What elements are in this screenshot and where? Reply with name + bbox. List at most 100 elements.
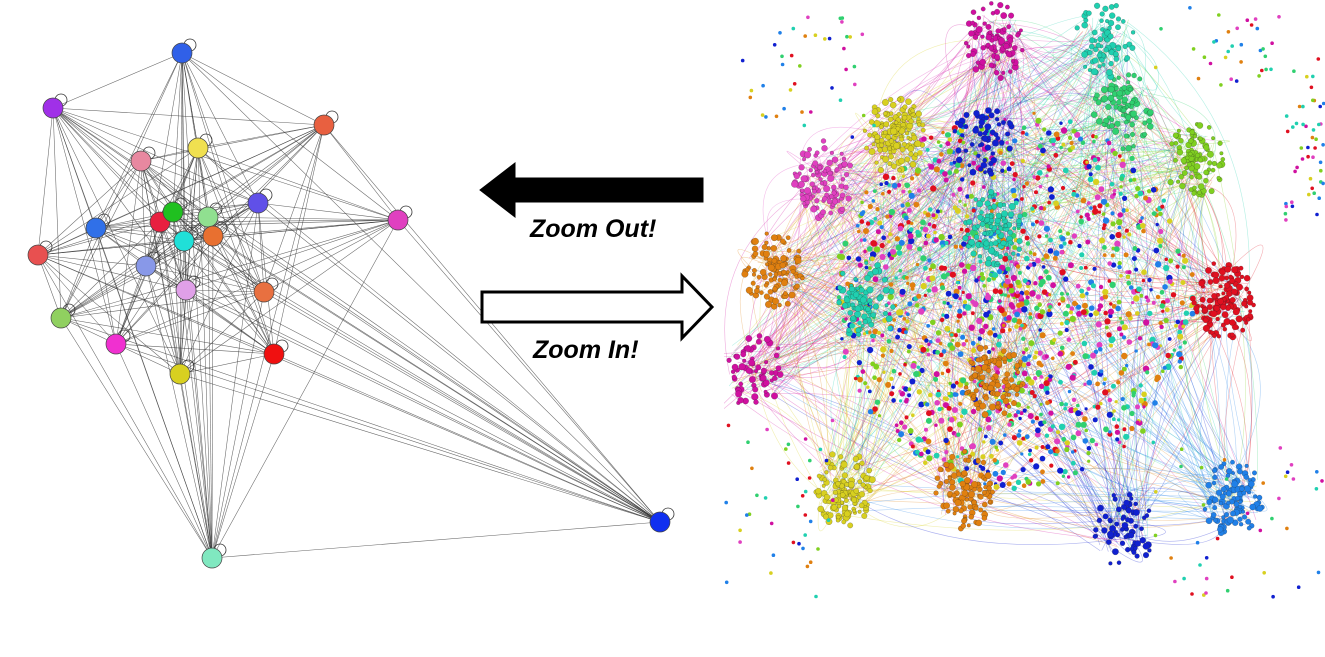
isolated-node — [1311, 128, 1316, 132]
fine-node — [1165, 352, 1171, 359]
fine-node — [947, 234, 953, 240]
fine-node — [1039, 402, 1043, 406]
coarse-edge — [159, 124, 325, 223]
fine-edge — [748, 47, 1010, 351]
fine-node — [1212, 271, 1220, 279]
fine-edge — [903, 117, 975, 230]
isolated-node — [772, 43, 777, 47]
fine-node — [1053, 250, 1060, 257]
fine-node — [1086, 379, 1093, 386]
fine-node — [734, 353, 741, 360]
fine-node — [945, 290, 952, 297]
fine-edge — [969, 140, 1011, 224]
fine-node — [831, 156, 839, 163]
fine-node — [812, 160, 819, 167]
fine-node — [975, 26, 983, 33]
fine-node — [989, 209, 994, 213]
fine-node — [1007, 392, 1012, 397]
fine-node — [1158, 320, 1163, 326]
fine-node — [1230, 510, 1236, 517]
fine-node — [786, 270, 790, 275]
fine-node — [1065, 292, 1070, 296]
fine-node — [891, 175, 896, 181]
fine-edge — [846, 29, 1005, 312]
fine-node — [988, 171, 995, 177]
fine-edge — [1110, 98, 1185, 167]
fine-node — [1246, 317, 1251, 322]
fine-node — [992, 198, 996, 203]
isolated-node — [1201, 503, 1206, 507]
fine-node — [992, 240, 999, 246]
fine-node — [973, 110, 980, 117]
fine-edge — [813, 186, 847, 287]
fine-node — [926, 233, 931, 239]
fine-edge — [983, 400, 1255, 499]
fine-edge — [753, 237, 988, 368]
fine-node — [892, 318, 896, 322]
fine-node — [927, 288, 932, 293]
fine-node — [941, 313, 945, 317]
fine-node — [1179, 300, 1185, 306]
fine-node — [1021, 336, 1026, 341]
fine-node — [1036, 481, 1042, 487]
fine-node — [793, 173, 800, 180]
fine-node — [752, 251, 759, 257]
fine-node — [1000, 168, 1005, 173]
fine-node — [1022, 278, 1028, 284]
fine-edge — [785, 261, 859, 475]
fine-edge — [827, 88, 1147, 473]
fine-node — [1006, 315, 1012, 321]
fine-node — [1129, 121, 1135, 128]
zoom-out-arrow[interactable] — [479, 161, 704, 219]
fine-node — [989, 224, 994, 229]
fine-node — [942, 396, 947, 401]
fine-node — [1001, 323, 1006, 328]
coarse-edge — [145, 265, 661, 523]
fine-node — [800, 188, 805, 193]
fine-node — [1107, 19, 1115, 27]
zoom-in-arrow[interactable] — [480, 272, 715, 342]
isolated-node — [872, 123, 876, 128]
fine-edge — [835, 197, 1135, 527]
coarse-edge — [95, 227, 213, 559]
fine-node — [1081, 22, 1088, 29]
fine-node — [891, 398, 896, 403]
fine-node — [900, 203, 905, 208]
fine-node — [983, 345, 989, 350]
fine-node — [1251, 302, 1256, 308]
isolated-node — [800, 110, 804, 114]
fine-node — [905, 98, 912, 105]
fine-node — [995, 117, 1000, 122]
fine-node — [1116, 506, 1122, 513]
fine-node — [1224, 512, 1230, 518]
fine-node — [1123, 119, 1129, 125]
fine-node — [1019, 383, 1024, 388]
fine-node — [985, 34, 993, 41]
fine-edge — [770, 393, 1113, 513]
fine-node — [902, 317, 907, 321]
fine-node — [882, 286, 890, 294]
fine-node — [962, 449, 968, 455]
fine-node — [937, 407, 942, 412]
fine-edge — [982, 117, 1133, 131]
fine-node — [1004, 252, 1009, 257]
fine-node — [1005, 131, 1011, 137]
isolated-node — [1312, 191, 1316, 195]
fine-node — [880, 353, 885, 358]
fine-node — [1217, 298, 1224, 305]
fine-node — [917, 122, 922, 127]
fine-node — [890, 248, 896, 255]
fine-edge — [785, 201, 838, 279]
fine-node — [952, 160, 957, 165]
fine-node — [935, 350, 940, 355]
fine-node — [889, 391, 895, 397]
fine-node — [1039, 412, 1043, 417]
fine-node — [927, 342, 931, 347]
fine-node — [1086, 286, 1091, 291]
fine-node — [970, 451, 976, 457]
fine-node — [894, 423, 899, 428]
fine-node — [1219, 151, 1224, 156]
coarse-edge — [211, 202, 259, 559]
fine-node — [769, 370, 775, 376]
fine-node — [865, 221, 871, 226]
